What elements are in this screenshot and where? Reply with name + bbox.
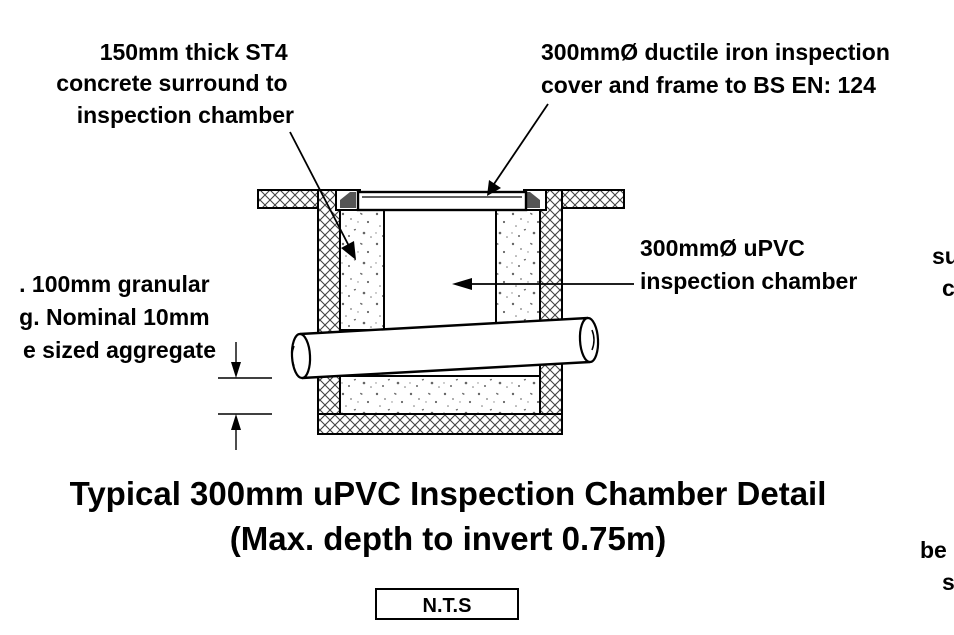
label-inspection-chamber-line1: 300mmØ uPVC xyxy=(640,235,805,261)
label-inspection-chamber: 300mmØ uPVC inspection chamber xyxy=(640,235,857,294)
label-granular-bedding-line1: . 100mm granular xyxy=(19,271,210,297)
concrete-surround-right xyxy=(495,209,541,331)
casing-base xyxy=(317,413,563,435)
label-inspection-cover: 300mmØ ductile iron inspection cover and… xyxy=(541,39,896,98)
pipe-end-right xyxy=(578,316,600,364)
casing-right-wall xyxy=(539,189,563,435)
leader-concrete-surround xyxy=(289,131,351,249)
concrete-surround-left xyxy=(339,209,385,331)
label-concrete-surround-line2: concrete surround to xyxy=(56,70,287,96)
leader-inspection-cover xyxy=(493,103,549,185)
label-concrete-surround: 150mm thick ST4 concrete surround to ins… xyxy=(56,39,294,128)
fragment-right-1: su xyxy=(932,243,954,269)
label-inspection-chamber-line2: inspection chamber xyxy=(640,268,857,294)
label-inspection-cover-line2: cover and frame to BS EN: 124 xyxy=(541,72,876,98)
upvc-pipe xyxy=(290,316,600,380)
leader-lines xyxy=(289,103,634,290)
label-granular-bedding-line3: e sized aggregate xyxy=(23,337,216,363)
casing-left-wall xyxy=(317,189,341,435)
ground-hatching xyxy=(257,189,625,435)
label-concrete-surround-line3: inspection chamber xyxy=(77,102,294,128)
scale-box xyxy=(375,588,519,620)
label-inspection-cover-line1: 300mmØ ductile iron inspection xyxy=(541,39,890,65)
scale-note: N.T.S xyxy=(423,595,472,617)
concrete-surround xyxy=(339,209,541,415)
drawing-title-line2: (Max. depth to invert 0.75m) xyxy=(230,520,666,557)
fragment-right-3: be xyxy=(920,537,947,563)
label-concrete-surround-line1: 150mm thick ST4 xyxy=(100,39,288,65)
fragment-right-2: c xyxy=(942,275,954,301)
inspection-cover xyxy=(356,190,528,212)
bedding-dimension xyxy=(218,342,272,450)
label-granular-bedding: . 100mm granular g. Nominal 10mm e sized… xyxy=(19,271,216,363)
granular-bedding xyxy=(339,375,541,415)
fragment-right-4: s xyxy=(942,569,954,595)
label-granular-bedding-line2: g. Nominal 10mm xyxy=(19,304,209,330)
drawing-title-line1: Typical 300mm uPVC Inspection Chamber De… xyxy=(70,475,827,512)
inspection-cover-frame xyxy=(335,189,547,212)
